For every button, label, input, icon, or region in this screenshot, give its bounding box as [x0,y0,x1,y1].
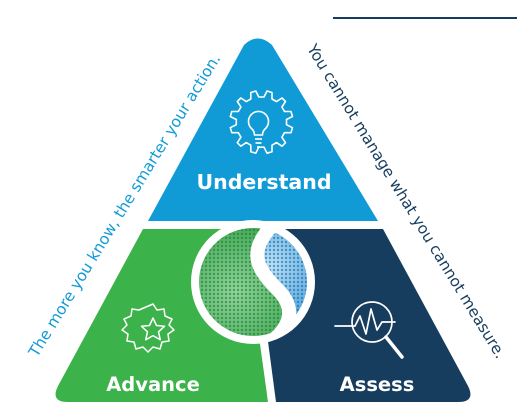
understand-label: Understand [196,170,331,194]
advance-label: Advance [106,373,200,396]
understand-segment [148,38,378,221]
s-sphere-logo-icon [191,220,315,344]
assess-label: Assess [340,373,415,396]
lightbulb-gear-icon [229,90,294,154]
magnifier-pulse-icon [334,301,404,359]
star-badge-icon [121,303,175,353]
